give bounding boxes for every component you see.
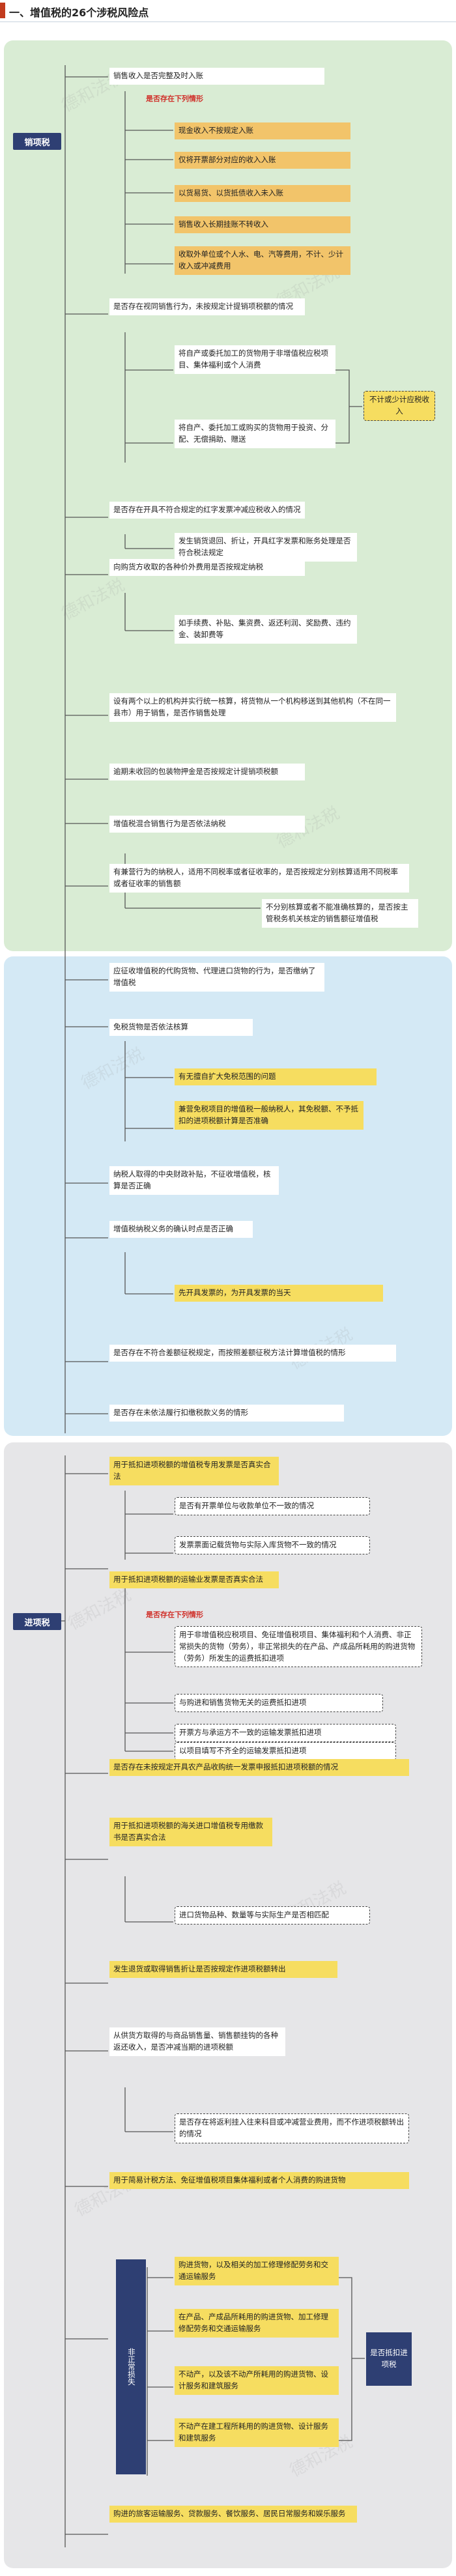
node-long-pending-income: 销售收入长期挂账不转收入 <box>175 216 350 233</box>
node-return-transfer-out: 发生退货或取得销售折让是否按规定作进项税额转出 <box>109 1961 337 1978</box>
page-header: 一、增值税的26个涉税风险点 <box>0 0 456 22</box>
node-extra-fees: 向购货方收取的各种价外费用是否按规定纳税 <box>109 559 305 576</box>
header-accent-bar <box>0 3 5 18</box>
node-cash-income: 现金收入不按规定入账 <box>175 122 350 139</box>
node-self-made-use: 将自产或委托加工的货物用于非增值税应税项目、集体福利或个人消费 <box>175 345 335 374</box>
node-exempt-calculation: 兼营免税项目的增值税一般纳税人，其免税额、不予抵扣的进项税额计算是否准确 <box>175 1101 363 1130</box>
node-payee-mismatch: 是否有开票单位与收款单位不一致的情况 <box>175 1497 370 1515</box>
node-underreported-income: 不计或少计应税收入 <box>363 391 435 421</box>
node-package-deposit: 逾期未收回的包装物押金是否按规定计提销项税额 <box>109 764 305 780</box>
node-fiscal-subsidy: 纳税人取得的中央财政补贴，不征收增值税，核算是否正确 <box>109 1166 279 1195</box>
node-nonqualifying-freight: 用于非增值税应税项目、免征增值税项目、集体福利和个人消费、非正常损失的货物（劳务… <box>175 1626 422 1668</box>
node-expand-exemption: 有无擅自扩大免税范围的问题 <box>175 1068 377 1085</box>
node-approved-sales-amount: 不分别核算或者不能准确核算的，是否按主管税务机关核定的销售额征增值税 <box>262 899 418 928</box>
node-transport-invoice: 用于抵扣进项税额的运输业发票是否真实合法 <box>109 1571 279 1588</box>
node-inter-branch-transfer: 设有两个以上的机构并实行统一核算，将货物从一个机构移送到其他机构（不在同一县市）… <box>109 693 396 722</box>
node-abnormal-loss: 非正常损失 <box>116 2259 146 2474</box>
node-loss-goods: 购进货物，以及相关的加工修理修配劳务和交通运输服务 <box>175 2257 339 2285</box>
node-unrelated-freight: 与购进和销售货物无关的运费抵扣进项 <box>175 1694 383 1712</box>
node-goods-mismatch: 发票票面记载货物与实际入库货物不一致的情况 <box>175 1536 370 1554</box>
node-red-invoice: 是否存在开具不符合规定的红字发票冲减应税收入的情况 <box>109 502 305 519</box>
node-utility-fees: 收取外单位或个人水、电、汽等费用，不计、少计收入或冲减费用 <box>175 246 350 275</box>
header-divider <box>0 21 456 22</box>
node-customs-payment-certificate: 用于抵扣进项税额的海关进口增值税专用缴款书是否真实合法 <box>109 1818 272 1846</box>
node-loss-real-estate: 不动产，以及该不动产所耗用的购进货物、设计服务和建筑服务 <box>175 2366 339 2395</box>
node-carrier-mismatch: 开票方与承运方不一致的运输发票抵扣进项 <box>175 1724 396 1742</box>
node-differential-taxation: 是否存在不符合差额征税规定，而按照差额征税方法计算增值税的情形 <box>109 1345 396 1362</box>
node-loss-wip: 在产品、产成品所耗用的购进货物、加工修理修配劳务和交通运输服务 <box>175 2309 339 2338</box>
node-import-quantity-match: 进口货物品种、数量等与实际生产是否相匹配 <box>175 1906 370 1925</box>
page-title: 一、增值税的26个涉税风险点 <box>9 7 149 19</box>
node-incomplete-freight-invoice: 以项目填写不齐全的运输发票抵扣进项 <box>175 1742 396 1760</box>
section-root-sales: 销项税 <box>13 133 61 150</box>
node-barter-income: 以货易货、以货抵债收入未入账 <box>175 185 350 202</box>
node-exempt-goods: 免税货物是否依法核算 <box>109 1019 253 1036</box>
node-extra-fees-examples: 如手续费、补贴、集资费、返还利润、奖励费、违约金、装卸费等 <box>175 615 357 644</box>
node-deemed-sales: 是否存在视同销售行为，未按规定计提销项税额的情况 <box>109 298 305 315</box>
node-excluded-services: 购进的旅客运输服务、贷款服务、餐饮服务、居民日常服务和娱乐服务 <box>109 2506 357 2523</box>
node-agri-purchase-invoice: 是否存在未按规定开具农产品收购统一发票申报抵扣进项税额的情况 <box>109 1759 409 1776</box>
annotation-following-cases: 是否存在下列情形 <box>146 1610 203 1619</box>
node-tax-point: 增值税纳税义务的确认时点是否正确 <box>109 1221 253 1238</box>
node-invoiced-only: 仅将开票部分对应的收入入账 <box>175 152 350 169</box>
node-loss-construction: 不动产在建工程所耗用的购进货物、设计服务和建筑服务 <box>175 2418 339 2447</box>
node-withholding: 是否存在未依法履行扣缴税款义务的情形 <box>109 1405 344 1422</box>
section-root-input: 进项税 <box>13 1613 61 1630</box>
node-rebate-account: 是否存在将返利挂入往来科目或冲减营业费用，而不作进项税额转出的情况 <box>175 2113 409 2143</box>
node-special-invoice: 用于抵扣进项税额的增值税专用发票是否真实合法 <box>109 1457 279 1485</box>
annotation-following-cases: 是否存在下列情形 <box>146 94 203 103</box>
node-concurrent-operations: 有兼营行为的纳税人，适用不同税率或者征收率的，是否按规定分别核算适用不同税率或者… <box>109 864 409 893</box>
node-mixed-sales: 增值税混合销售行为是否依法纳税 <box>109 816 305 833</box>
node-return-discount: 发生销货退回、折让，开具红字发票和账务处理是否符合税法规定 <box>175 533 357 562</box>
node-investment-donation: 将自产、委托加工或购买的货物用于投资、分配、无偿捐助、赠送 <box>175 420 335 448</box>
node-simplified-method: 用于简易计税方法、免征增值税项目集体福利或者个人消费的购进货物 <box>109 2172 409 2189</box>
node-invoice-date: 先开具发票的，为开具发票的当天 <box>175 1285 383 1302</box>
node-sales-income-complete: 销售收入是否完整及时入账 <box>109 68 324 85</box>
node-deduct-input-tax: 是否抵扣进项税 <box>366 2332 412 2386</box>
node-supplier-rebates: 从供货方取得的与商品销售量、销售额挂钩的各种返还收入，是否冲减当期的进项税额 <box>109 2027 285 2056</box>
node-agency-purchase: 应征收增值税的代购货物、代理进口货物的行为，是否缴纳了增值税 <box>109 963 324 992</box>
